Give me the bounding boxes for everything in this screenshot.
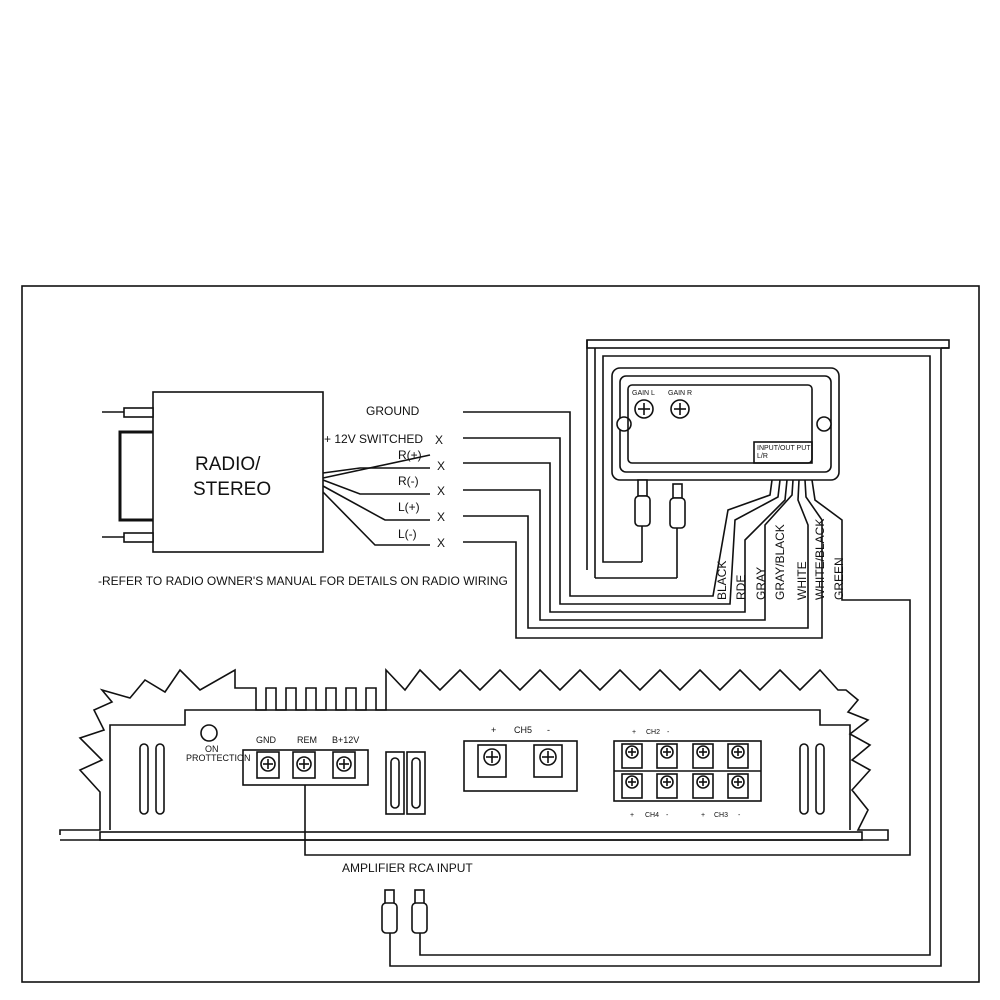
ch4-label: CH4 <box>645 812 659 819</box>
rca-input-plug-left[interactable] <box>381 889 398 934</box>
converter-rca-left <box>634 479 651 562</box>
x-mark-switched: X <box>435 433 443 447</box>
radio-title-line2: STEREO <box>193 479 271 500</box>
radio-box <box>152 391 324 553</box>
vent-left-2 <box>155 743 165 815</box>
terminal-gnd[interactable] <box>256 751 280 779</box>
wire-label-white-black: WHITE/BLACK <box>813 519 827 600</box>
converter-rca-right <box>669 483 686 578</box>
ch2-label: CH2 <box>646 729 660 736</box>
wire-label-gray: GRAY <box>754 567 768 600</box>
gain-l-knob[interactable] <box>634 399 654 419</box>
converter-housing-top <box>586 339 950 349</box>
wire-label-white: WHITE <box>795 561 809 600</box>
signal-wires <box>304 411 911 856</box>
ch2-plus: + <box>632 729 636 736</box>
wire-label-green: GREEN <box>832 557 846 600</box>
vent-right-1 <box>799 743 809 815</box>
rca-input-plug-right[interactable] <box>411 889 428 934</box>
gain-r-label: GAIN R <box>668 390 692 397</box>
power-terminal-block <box>242 749 369 786</box>
vent-right-2 <box>815 743 825 815</box>
line-output-converter: GAIN L GAIN R INPUT/OUT PUT L/R <box>389 339 950 967</box>
fuse-1 <box>385 751 405 815</box>
led-label-protection: PROTTECTION <box>186 753 251 763</box>
label-12v-switched: + 12V SWITCHED <box>324 432 423 446</box>
fuse-2 <box>406 751 426 815</box>
ch3-minus: - <box>738 812 741 819</box>
x-mark-r-plus: X <box>437 459 445 473</box>
ch3-label: CH3 <box>714 812 728 819</box>
ch2-minus: - <box>667 729 670 736</box>
ch3-plus: + <box>701 812 705 819</box>
ch5-plus: + <box>491 725 496 735</box>
protection-led-icon <box>200 724 218 742</box>
ch5-minus: - <box>547 725 550 735</box>
ch5-label: CH5 <box>514 725 532 735</box>
ch4-minus: - <box>666 812 669 819</box>
radio-unit: RADIO/ STEREO <box>102 391 324 553</box>
io-label-line1: INPUT/OUT PUT <box>757 445 811 452</box>
gain-r-knob[interactable] <box>670 399 690 419</box>
speaker-terminals-top[interactable] <box>621 743 749 769</box>
mount-hole-left-icon <box>616 416 632 432</box>
x-mark-l-minus: X <box>437 536 445 550</box>
radio-bracket <box>118 430 153 522</box>
radio-plug-top <box>123 407 154 418</box>
radio-plug-bottom <box>123 532 154 543</box>
mount-hole-right-icon <box>816 416 832 432</box>
wire-label-rde: RDE <box>734 575 748 600</box>
led-label-on: ON <box>205 744 219 754</box>
io-label-line2: L/R <box>757 453 768 460</box>
label-r-minus: R(-) <box>398 474 419 488</box>
x-mark-l-plus: X <box>437 510 445 524</box>
ch4-plus: + <box>630 812 634 819</box>
wire-label-gray-black: GRAY/BLACK <box>773 524 787 600</box>
vent-left-1 <box>139 743 149 815</box>
converter-body <box>611 367 840 481</box>
label-l-minus: L(-) <box>398 527 417 541</box>
x-mark-r-minus: X <box>437 484 445 498</box>
label-r-plus: R(+) <box>398 448 422 462</box>
wire-label-black: BLACK <box>715 561 729 600</box>
ch5-terminal-plus[interactable] <box>477 744 507 778</box>
gain-l-label: GAIN L <box>632 390 655 397</box>
radio-wiring-note: -REFER TO RADIO OWNER'S MANUAL FOR DETAI… <box>98 574 508 588</box>
label-ground: GROUND <box>366 404 420 418</box>
label-l-plus: L(+) <box>398 500 420 514</box>
terminal-label-b12v: B+12V <box>332 735 359 745</box>
amplifier: ON PROTTECTION GND REM B+12V + CH5 - <box>59 667 889 841</box>
radio-title-line1: RADIO/ <box>195 454 261 475</box>
diagram-frame <box>21 285 980 983</box>
radio-leads <box>322 454 431 546</box>
ch5-terminal-minus[interactable] <box>533 744 563 778</box>
terminal-label-gnd: GND <box>256 735 277 745</box>
terminal-label-rem: REM <box>297 735 317 745</box>
terminal-b12v[interactable] <box>332 751 356 779</box>
ch5-terminal-block <box>463 740 578 792</box>
terminal-rem[interactable] <box>292 751 316 779</box>
rca-input-label: AMPLIFIER RCA INPUT <box>342 861 473 875</box>
speaker-terminals-bottom[interactable] <box>621 773 749 799</box>
